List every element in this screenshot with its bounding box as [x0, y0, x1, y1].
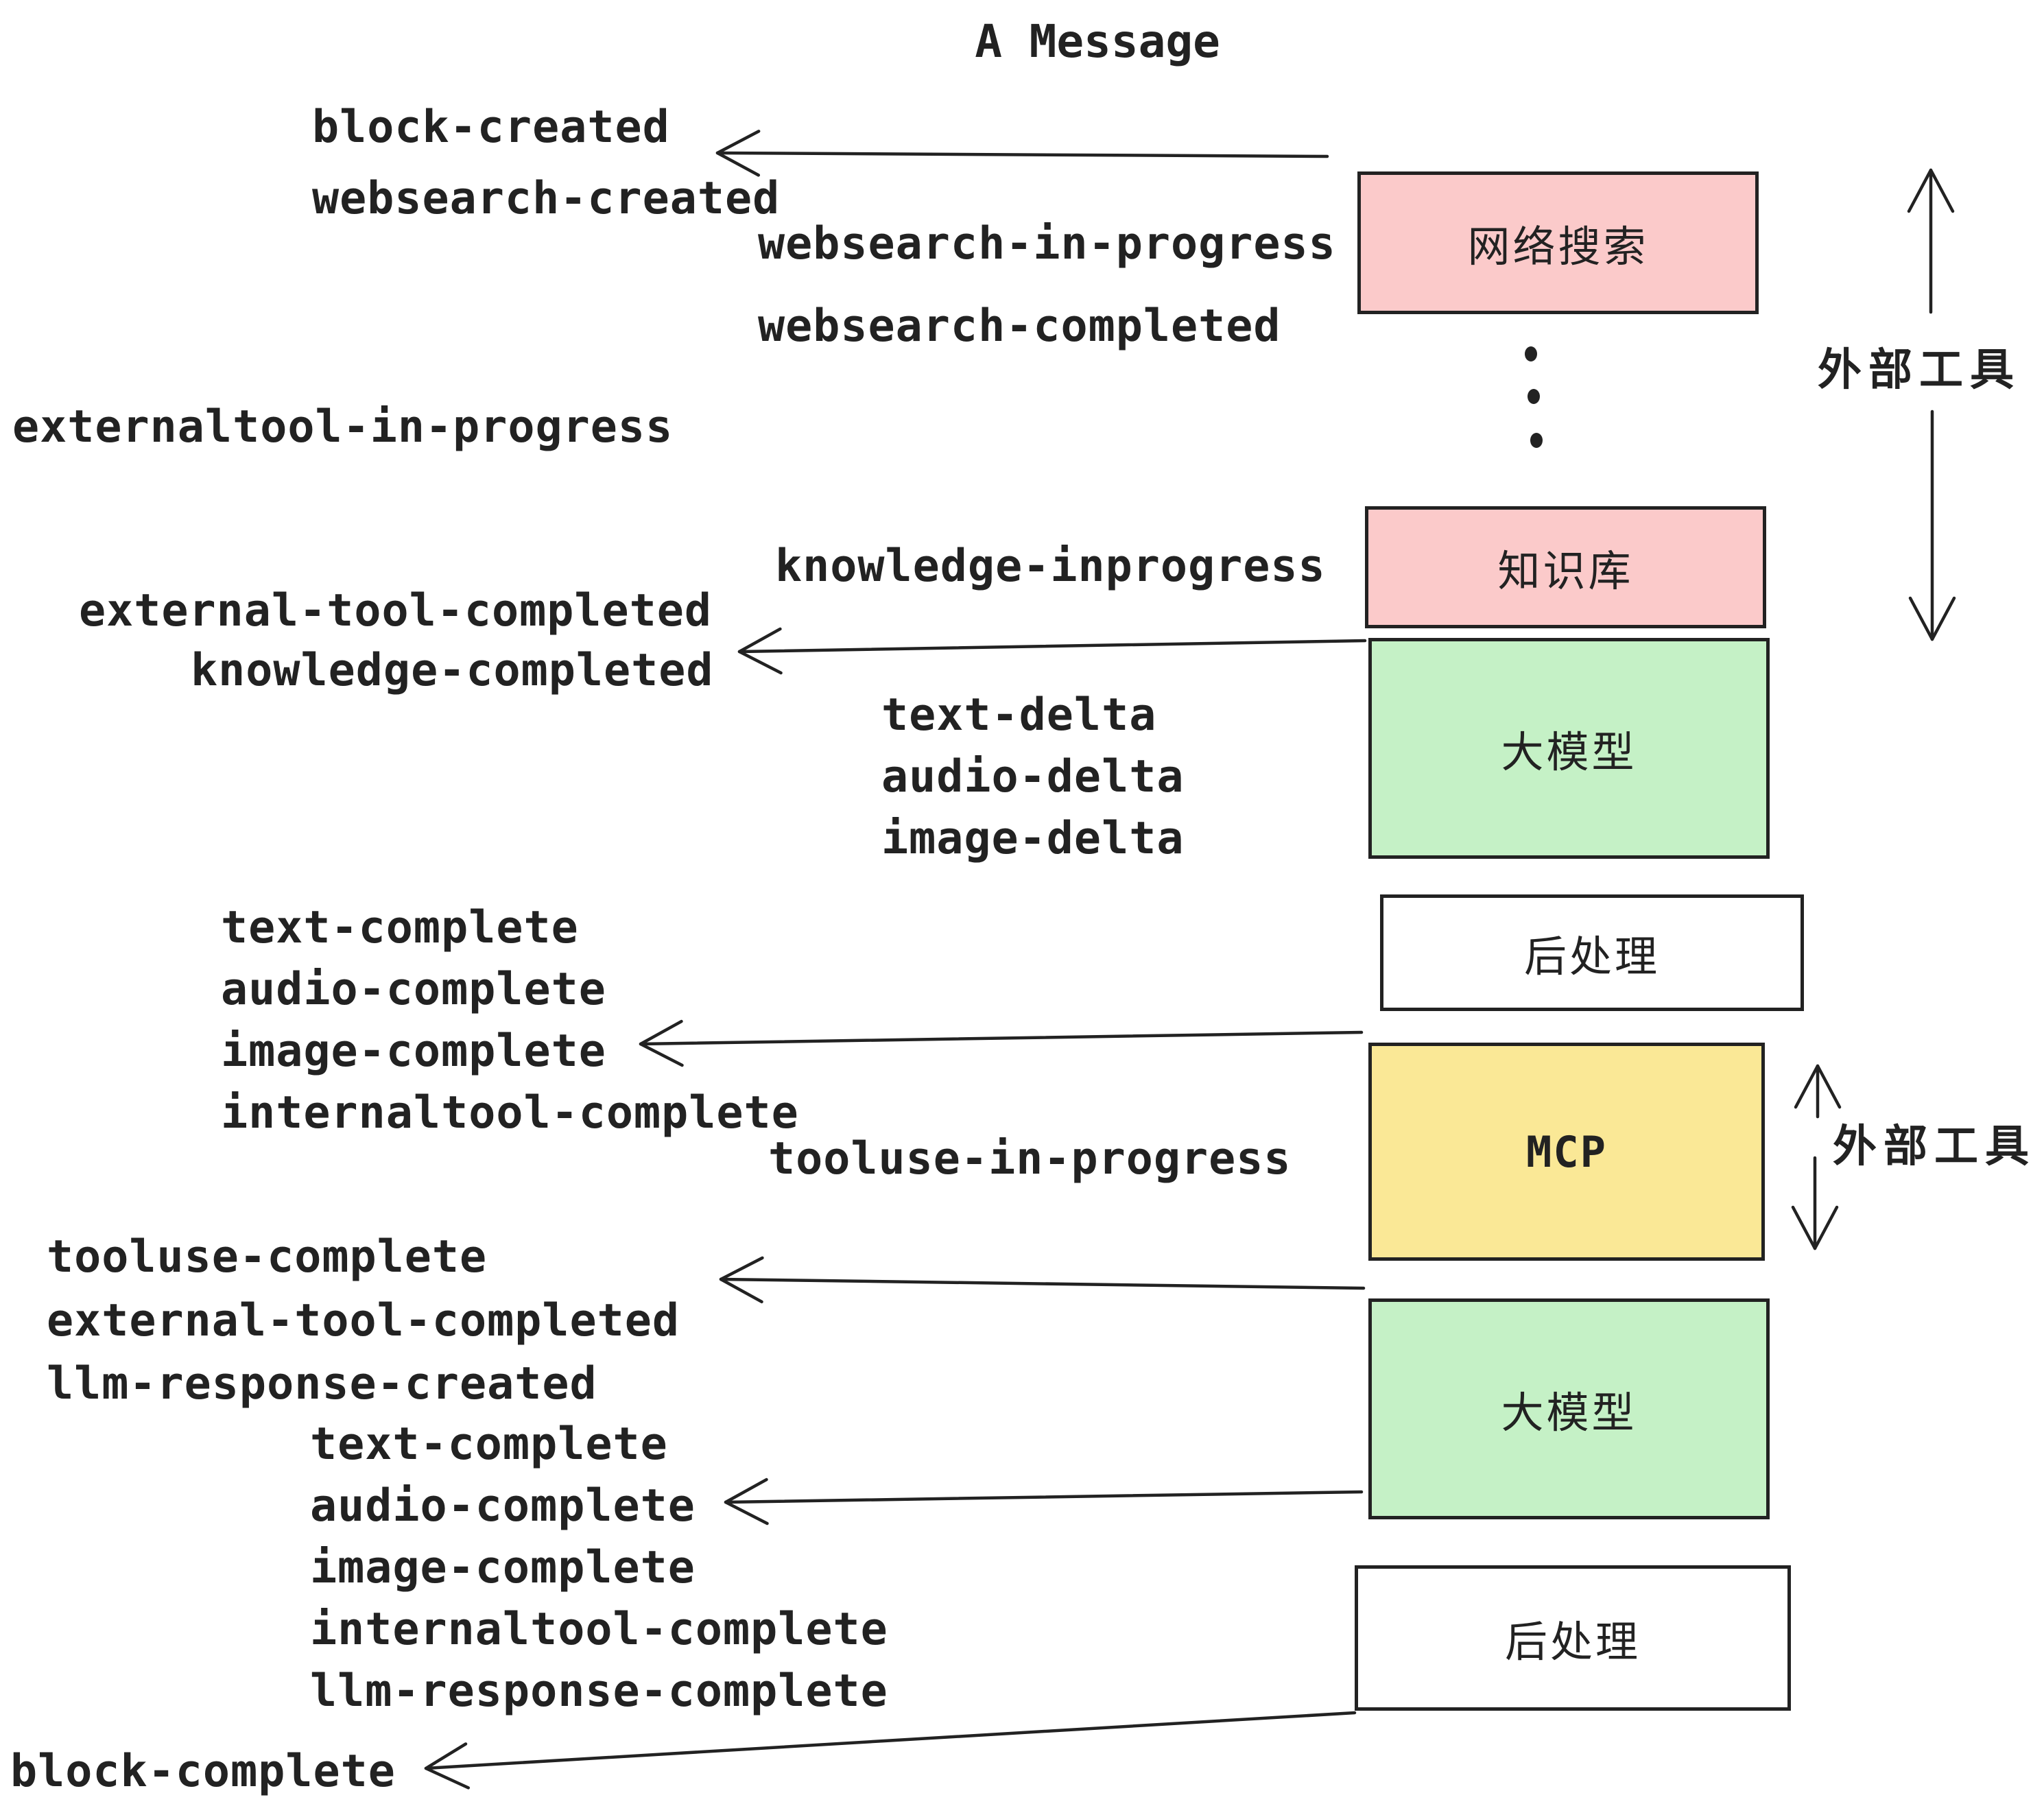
event-internaltool-complete-1: internaltool-complete — [221, 1087, 799, 1139]
event-block-complete: block-complete — [10, 1746, 396, 1797]
event-external-tool-completed-2: external-tool-completed — [47, 1295, 680, 1346]
event-websearch-completed: websearch-completed — [758, 300, 1281, 352]
event-knowledge-completed: knowledge-completed — [191, 645, 714, 696]
event-llm-response-complete: llm-response-complete — [310, 1665, 888, 1717]
arrow-audio-complete — [724, 1477, 1364, 1526]
mcp-box: MCP — [1368, 1043, 1765, 1261]
external-tools-label-top: 外部工具 — [1818, 345, 2021, 396]
event-llm-response-created: llm-response-created — [47, 1358, 597, 1410]
event-block-created: block-created — [312, 102, 670, 153]
event-externaltool-in-progress: externaltool-in-progress — [12, 401, 674, 453]
event-internaltool-complete-2: internaltool-complete — [310, 1604, 888, 1655]
event-tooluse-complete: tooluse-complete — [47, 1231, 488, 1283]
event-audio-complete-1: audio-complete — [221, 964, 606, 1015]
event-knowledge-inprogress: knowledge-inprogress — [775, 541, 1326, 592]
arrow-block-created — [715, 130, 1329, 177]
arrow-image-complete — [639, 1019, 1364, 1067]
event-text-complete-2: text-complete — [310, 1419, 668, 1470]
arrow-tooluse-complete — [719, 1256, 1366, 1304]
vertical-ellipsis-dots — [1525, 346, 1543, 448]
llm-box-top: 大模型 — [1368, 638, 1770, 859]
event-image-complete-2: image-complete — [310, 1542, 696, 1593]
event-text-complete-1: text-complete — [221, 902, 579, 953]
event-external-tool-completed-1: external-tool-completed — [79, 585, 713, 637]
arrow-block-complete — [424, 1711, 1357, 1790]
event-websearch-in-progress: websearch-in-progress — [758, 218, 1336, 270]
event-audio-complete-2: audio-complete — [310, 1480, 696, 1532]
llm-box-bottom: 大模型 — [1368, 1298, 1770, 1519]
diagram-title: A Message — [975, 15, 1220, 68]
event-tooluse-in-progress: tooluse-in-progress — [768, 1133, 1292, 1185]
event-audio-delta-1: audio-delta — [881, 751, 1185, 803]
postprocess-box-bottom: 后处理 — [1355, 1565, 1791, 1711]
event-image-complete-1: image-complete — [221, 1025, 606, 1077]
websearch-box: 网络搜索 — [1357, 171, 1759, 314]
arrow-knowledge-completed — [737, 627, 1367, 675]
external-tools-label-mcp: 外部工具 — [1833, 1121, 2036, 1172]
event-image-delta-1: image-delta — [881, 813, 1185, 864]
event-text-delta-1: text-delta — [881, 689, 1157, 741]
event-websearch-created: websearch-created — [312, 173, 781, 224]
knowledge-box: 知识库 — [1365, 506, 1766, 628]
postprocess-box-top: 后处理 — [1380, 894, 1804, 1011]
